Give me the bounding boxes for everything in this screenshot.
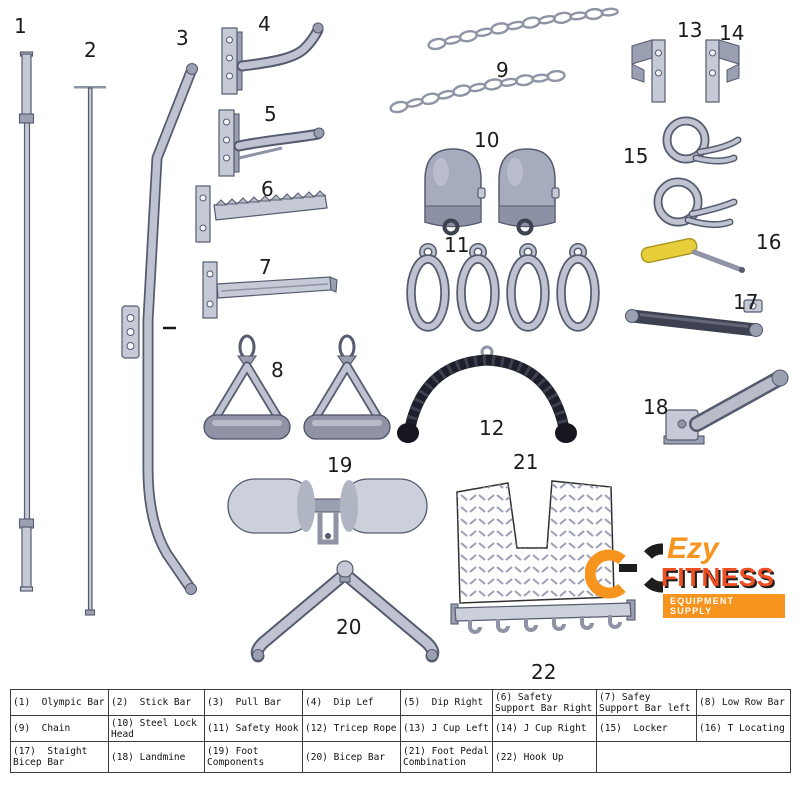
- logo-brand-text: Ezy: [667, 532, 719, 565]
- legend-cell: (12) Tricep Rope: [302, 715, 401, 742]
- steel-lock-head-illustration: [424, 147, 561, 236]
- item-label-15: 15: [623, 144, 649, 168]
- item-label-7: 7: [259, 255, 272, 279]
- legend-cell: (5) Dip Right: [400, 689, 493, 716]
- item-label-10: 10: [474, 128, 500, 152]
- item-label-22: 22: [531, 660, 557, 684]
- legend-cell: (16) T Locating: [696, 715, 791, 742]
- locker-illustration: [653, 116, 742, 229]
- item-label-12: 12: [479, 416, 505, 440]
- j-cup-left-illustration: [631, 39, 666, 103]
- legend-cell: (3) Pull Bar: [204, 689, 303, 716]
- j-cup-right-illustration: [705, 39, 740, 103]
- item-label-2: 2: [84, 38, 97, 62]
- legend-cell: (2) Stick Bar: [108, 689, 205, 716]
- olympic-bar-illustration: [18, 51, 35, 592]
- legend-cell: (21) Foot Pedal Combination: [400, 741, 493, 773]
- stick-bar-illustration: [74, 86, 106, 616]
- safety-hook-illustration: [406, 246, 595, 332]
- legend-cell: (11) Safety Hook: [204, 715, 303, 742]
- safety-support-bar-left-illustration: [202, 261, 338, 319]
- logo-name-text: FITNESS: [661, 562, 775, 592]
- low-row-bar-illustration: [203, 336, 390, 439]
- item-label-19: 19: [327, 453, 353, 477]
- legend-cell: (13) J Cup Left: [400, 715, 493, 742]
- foot-pedal-combination-illustration: [456, 480, 615, 604]
- item-label-17: 17: [733, 290, 759, 314]
- legend-cell: (19) Foot Components: [204, 741, 303, 773]
- hook-up-illustration: [450, 599, 636, 634]
- chain-illustration: [389, 7, 619, 114]
- legend-cell-empty: [596, 741, 791, 773]
- legend-cell: (4) Dip Lef: [302, 689, 401, 716]
- item-label-4: 4: [258, 12, 271, 36]
- tricep-rope-illustration: [397, 345, 577, 443]
- legend-cell: (14) J Cup Right: [492, 715, 597, 742]
- landmine-illustration: [663, 369, 789, 445]
- parts-diagram: [18, 7, 789, 663]
- item-label-16: 16: [756, 230, 782, 254]
- item-label-20: 20: [336, 615, 362, 639]
- dip-left-illustration: [221, 22, 324, 95]
- legend-row-2: (9) Chain (10) Steel Lock Head (11) Safe…: [10, 715, 791, 742]
- legend-cell: (10) Steel Lock Head: [108, 715, 205, 742]
- legend-cell: (22) Hook Up: [492, 741, 597, 773]
- item-label-11: 11: [444, 233, 470, 257]
- bicep-bar-illustration: [250, 560, 440, 663]
- legend-cell: (17) Staight Bicep Bar: [10, 741, 109, 773]
- pull-bar-illustration: [121, 62, 199, 596]
- legend-cell: (15) Locker: [596, 715, 697, 742]
- logo-dumbbell-icon: [585, 543, 663, 599]
- logo-tagline-text: EQUIPMENT SUPPLY: [663, 594, 785, 618]
- item-label-18: 18: [643, 395, 669, 419]
- straight-bicep-bar-illustration: [624, 299, 764, 338]
- item-label-14: 14: [719, 21, 745, 45]
- item-label-5: 5: [264, 102, 277, 126]
- legend-row-3: (17) Staight Bicep Bar (18) Landmine (19…: [10, 741, 791, 773]
- legend-cell: (9) Chain: [10, 715, 109, 742]
- legend-row-1: (1) Olympic Bar (2) Stick Bar (3) Pull B…: [10, 689, 791, 716]
- item-label-8: 8: [271, 358, 284, 382]
- t-locating-illustration: [640, 237, 745, 273]
- legend-cell: (20) Bicep Bar: [302, 741, 401, 773]
- item-label-3: 3: [176, 26, 189, 50]
- parts-legend-table: (1) Olympic Bar (2) Stick Bar (3) Pull B…: [10, 689, 791, 773]
- item-label-21: 21: [513, 450, 539, 474]
- legend-cell: (18) Landmine: [108, 741, 205, 773]
- legend-cell: (7) Safey Support Bar left: [596, 689, 697, 716]
- item-label-13: 13: [677, 18, 703, 42]
- item-label-9: 9: [496, 58, 509, 82]
- safety-support-bar-right-illustration: [195, 185, 328, 243]
- brand-logo: Ezy FITNESS EQUIPMENT SUPPLY: [585, 532, 785, 618]
- legend-cell: (1) Olympic Bar: [10, 689, 109, 716]
- legend-cell: (8) Low Row Bar: [696, 689, 791, 716]
- item-label-1: 1: [14, 14, 27, 38]
- dip-right-illustration: [218, 109, 325, 177]
- foot-components-illustration: [227, 478, 428, 545]
- item-label-6: 6: [261, 177, 274, 201]
- legend-cell: (6) Safety Support Bar Right: [492, 689, 597, 716]
